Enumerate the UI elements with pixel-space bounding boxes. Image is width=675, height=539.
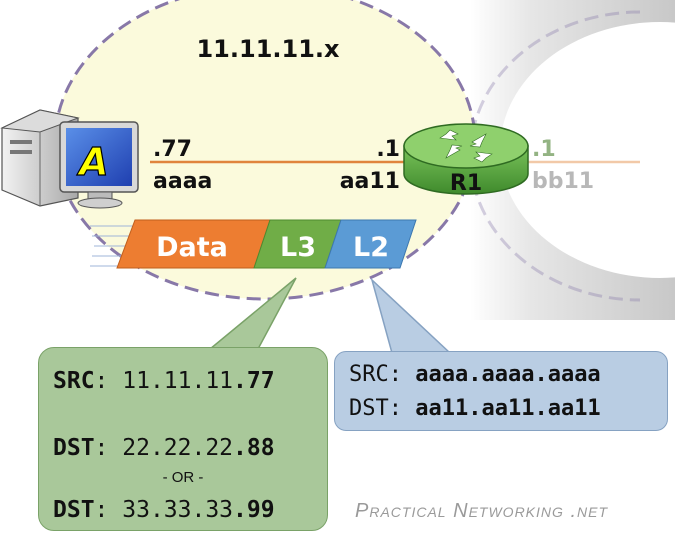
l3-or-text: - OR - [162,469,204,486]
packet-data-label: Data [156,232,228,263]
l2-dst-value: aa11.aa11.aa11 [415,396,601,421]
l3-dst2-key: DST [53,497,95,523]
l3-dst1-prefix: 22.22.22 [122,435,234,461]
l3-src-row: SRC: 11.11.11.77 [53,368,275,394]
router-left-mac: aa11 [340,169,400,194]
packet-l3-label: L3 [280,232,316,263]
l3-src-suffix: .77 [233,368,275,394]
l3-src-prefix: 11.11.11 [122,368,234,394]
l2-dst-row: DST: aa11.aa11.aa11 [349,396,601,421]
router-right-mac: bb11 [532,169,594,194]
l3-dst1-suffix: .88 [233,435,275,461]
l3-src-key: SRC [53,368,95,394]
computer-a-icon[interactable] [0,109,139,209]
l3-dst1-row: DST: 22.22.22.88 [53,435,275,461]
packet [116,219,417,269]
subnet-label: 11.11.11.x [196,35,340,63]
l2-header-callout: SRC: aaaa.aaaa.aaaa DST: aa11.aa11.aa11 [334,351,668,431]
host-a-mac: aaaa [153,169,212,194]
l3-header-callout: SRC: 11.11.11.77 DST: 22.22.22.88 - OR -… [38,347,328,531]
l3-dst2-row: DST: 33.33.33.99 [53,497,275,523]
next-subnet-border [468,10,641,302]
packet-l2-label: L2 [353,232,389,263]
packet-l2-segment [324,219,417,269]
l2-src-value: aaaa.aaaa.aaaa [415,362,601,387]
router-name: R1 [450,171,482,196]
router-r1-icon[interactable] [403,123,529,195]
l2-src-row: SRC: aaaa.aaaa.aaaa [349,362,601,387]
l3-dst2-prefix: 33.33.33 [122,497,234,523]
branding-text: Practical Networking .net [355,500,609,522]
host-a-ip: .77 [153,137,192,162]
l3-dst1-key: DST [53,435,95,461]
l2-src-key: SRC [349,362,389,387]
next-network-shade [470,0,675,320]
l3-dst2-suffix: .99 [233,497,275,523]
l2-dst-key: DST [349,396,389,421]
host-a-letter: A [76,140,108,184]
router-left-ip: .1 [376,137,400,162]
l2-callout-pointer [370,277,452,354]
router-right-ip: .1 [532,137,556,162]
